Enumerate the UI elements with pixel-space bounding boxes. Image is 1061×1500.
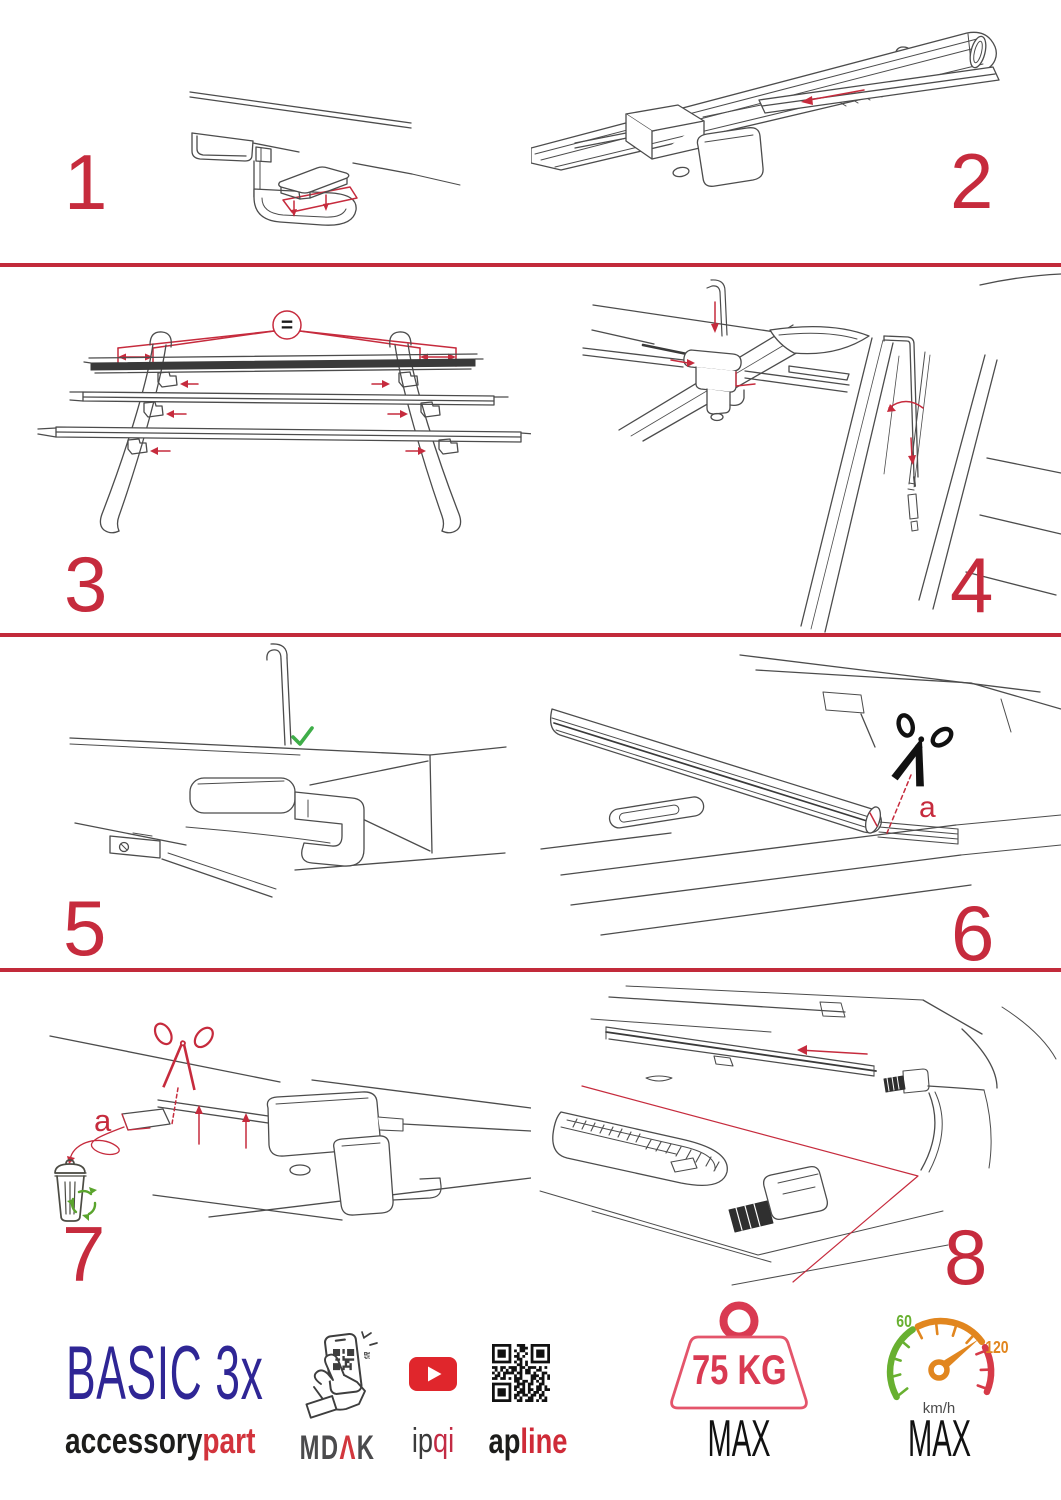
- step1-illustration: [189, 91, 461, 226]
- step-number-4: 4: [950, 541, 994, 629]
- step4-illustration: [582, 273, 1061, 633]
- step2-panel: 2: [531, 0, 1061, 264]
- step5-panel: 5: [0, 637, 531, 968]
- step-number-3: 3: [64, 540, 108, 628]
- speed-low: 60: [896, 1311, 912, 1331]
- recycle-arrowheads: [67, 1187, 97, 1221]
- step-number-6: 6: [951, 889, 995, 977]
- speedometer-icon: 60 120 km/h: [886, 1311, 1009, 1417]
- divider-2: [0, 633, 1061, 637]
- allen-key-icon: [706, 279, 728, 337]
- divider-3: [0, 968, 1061, 972]
- step8-panel: 8: [531, 972, 1061, 1310]
- divider-1: [0, 263, 1061, 267]
- scissors-icon: [891, 713, 954, 787]
- speed-arc: [886, 1317, 995, 1401]
- brand-secondary: part: [202, 1420, 256, 1461]
- step5-illustration: [69, 643, 507, 898]
- phone-screen-qr: [333, 1349, 355, 1371]
- cut-label-a: a: [919, 791, 936, 824]
- allen-key-icon: [266, 643, 292, 746]
- checkmark-icon: [291, 726, 314, 746]
- equal-symbol: =: [281, 314, 293, 337]
- speed-max-label: MAX: [907, 1410, 972, 1468]
- step4-panel: 4: [531, 268, 1061, 633]
- speed-ticks: [889, 1322, 992, 1396]
- step-number-8: 8: [944, 1213, 988, 1301]
- weight-value: 75 KG: [692, 1346, 787, 1393]
- step7-illustration: a: [49, 1022, 531, 1222]
- brand-logo: accessorypart: [65, 1423, 255, 1459]
- equal-badge: =: [272, 310, 302, 340]
- step8-illustration: [539, 985, 1057, 1286]
- step6-illustration: a: [540, 654, 1061, 936]
- step2-illustration: [531, 31, 1000, 187]
- speed-unit: km/h: [923, 1400, 956, 1417]
- trash-bin-icon: [54, 1159, 87, 1222]
- cut-label-a7: a: [94, 1103, 112, 1138]
- qr-code: [492, 1344, 550, 1402]
- step-number-2: 2: [950, 137, 994, 225]
- brand-primary: accessory: [65, 1420, 203, 1461]
- speed-high: 120: [985, 1337, 1008, 1357]
- step3-panel: = 3: [0, 268, 531, 633]
- step7-panel: a 7: [0, 972, 531, 1310]
- step-number-5: 5: [63, 884, 107, 972]
- partner1-label: MDΛK: [299, 1429, 376, 1467]
- step-number-7: 7: [62, 1210, 106, 1298]
- partner2-label: ipqi: [411, 1422, 455, 1460]
- phone-qr-icon: [305, 1331, 378, 1419]
- product-title: BASIC 3x: [66, 1331, 264, 1416]
- youtube-icon: [409, 1357, 457, 1391]
- step1-panel: 1: [0, 0, 531, 264]
- step-number-1: 1: [64, 138, 108, 226]
- weight-max-label: MAX: [707, 1410, 771, 1468]
- step3-illustration: =: [37, 310, 531, 534]
- step6-panel: a 6: [531, 637, 1061, 972]
- scissors-red-icon: [153, 1022, 214, 1091]
- weight-icon: 75 KG: [670, 1301, 808, 1410]
- partner3-label: apline: [488, 1422, 568, 1461]
